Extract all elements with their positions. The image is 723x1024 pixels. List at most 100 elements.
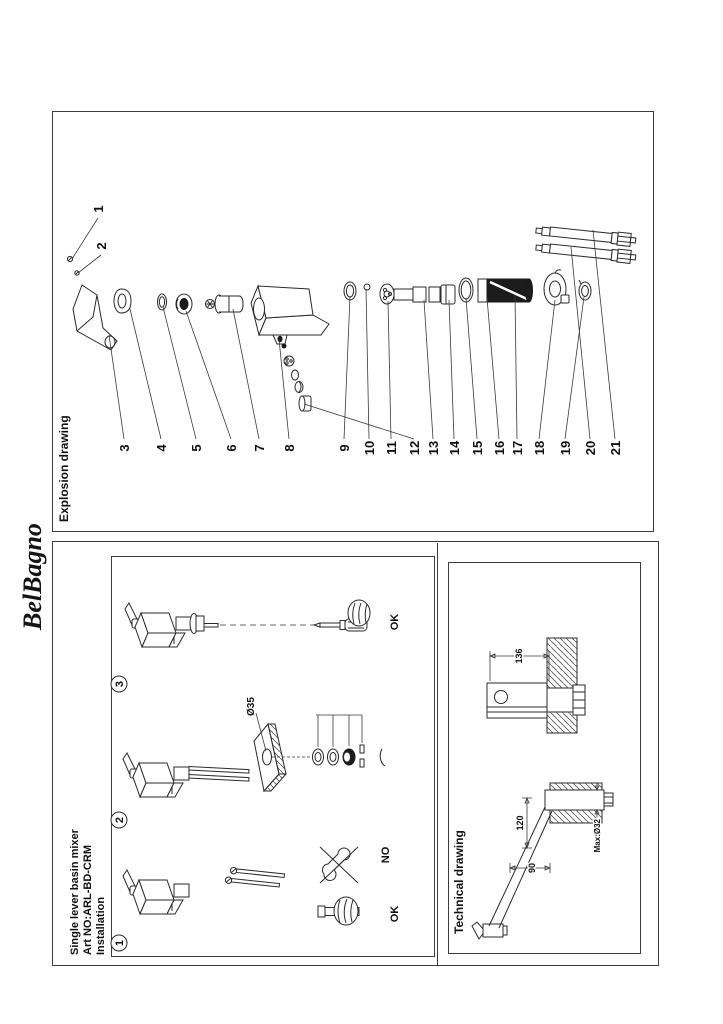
svg-text:90: 90 (527, 863, 537, 873)
step-3-badge: 3 (111, 676, 127, 692)
ball-part (364, 284, 370, 290)
step-2-badge: 2 (111, 812, 127, 828)
leader-line (130, 309, 161, 439)
flexible-hose-part (535, 224, 636, 247)
belbagno-logo: BelBagno (18, 523, 47, 630)
part-number: 8 (282, 444, 297, 451)
handle-part (73, 285, 117, 350)
part-number: 16 (492, 441, 507, 455)
leader-line (571, 247, 590, 439)
part-number: 7 (252, 444, 267, 451)
section-divider (437, 543, 438, 966)
step-3-ok-label: OK (389, 614, 401, 631)
part-number: 1 (91, 205, 106, 212)
leader-line (304, 404, 414, 439)
leader-line (593, 230, 615, 439)
leader-line (388, 301, 391, 439)
step-1-badge: 1 (111, 935, 127, 951)
o-ring-part (158, 294, 167, 310)
explosion-drawing-section: Explosion drawing (52, 111, 654, 532)
part-number: 10 (362, 441, 377, 455)
leader-line (466, 298, 477, 439)
part-number: 11 (384, 441, 399, 455)
wrench-no-figure (320, 847, 358, 883)
threaded-shank-part (478, 279, 533, 302)
part-number: 13 (426, 441, 441, 455)
leader-line (109, 335, 124, 439)
installation-steps-box: 1 2 3 (111, 556, 435, 957)
svg-text:1: 1 (114, 940, 126, 946)
leader-line (163, 307, 196, 439)
svg-text:120: 120 (515, 815, 525, 830)
riser-tube-part (380, 284, 455, 304)
part-number: 18 (532, 441, 547, 455)
cartridge-nut-part (176, 294, 192, 314)
dim-max-hole: Max:Ø32 (589, 783, 604, 854)
screwdriver-ok-figure (314, 600, 370, 631)
faucet-body-part (251, 286, 329, 344)
mounting-flange-part (544, 270, 569, 305)
svg-text:Max:Ø32: Max:Ø32 (593, 818, 602, 852)
technical-diagram: 90 120 Max:Ø32 (449, 563, 640, 953)
technical-drawing-box: Technical drawing 90 (448, 562, 641, 954)
leader-line (344, 297, 350, 439)
leader-line (186, 311, 231, 439)
profile-view (472, 783, 613, 939)
product-art-no: Art NO:ARL-BD-CRM (82, 845, 94, 955)
leader-line (487, 298, 499, 439)
product-title-line: Single lever basin mixer (69, 829, 81, 955)
dim-136: 136 (490, 647, 549, 681)
svg-text:3: 3 (114, 681, 126, 687)
svg-text:2: 2 (114, 817, 126, 823)
leader-line (539, 300, 555, 439)
handle-cap-part (114, 289, 131, 313)
leader-line (78, 255, 101, 273)
dim-120: 120 (514, 798, 532, 848)
part-number: 19 (558, 441, 573, 455)
step-1-stud-screws (225, 867, 285, 889)
left-column-section: Single lever basin mixer Art NO:ARL-BD-C… (52, 541, 659, 966)
leader-line (449, 300, 454, 439)
cartridge-part (205, 295, 243, 313)
part-number: 5 (189, 444, 204, 451)
flexible-hose-part (535, 241, 636, 264)
part-number: 15 (470, 441, 485, 455)
hand-tighten-ok-figure (318, 897, 359, 925)
lock-ring-part (579, 280, 591, 300)
part-number: 2 (94, 242, 109, 249)
aerator-parts-chain (282, 344, 311, 411)
svg-text:136: 136 (514, 648, 524, 663)
product-title-block: Single lever basin mixer Art NO:ARL-BD-C… (69, 829, 108, 955)
screw-part-1 (67, 256, 72, 261)
part-number: 3 (117, 444, 132, 451)
screw-part-2 (75, 271, 79, 275)
leader-line (424, 300, 433, 439)
part-number: 12 (407, 441, 422, 455)
step-2-faucet (122, 752, 249, 798)
leader-line (279, 339, 289, 439)
washer-stack-figure (272, 715, 385, 767)
hole-leader-line (256, 713, 266, 751)
leader-line (515, 295, 517, 439)
leader-line (72, 218, 98, 259)
front-view (487, 638, 585, 733)
part-number: 20 (583, 441, 598, 455)
step-3-faucet-mounted (124, 602, 218, 648)
leader-line (366, 289, 369, 439)
part-number: 4 (154, 444, 169, 452)
part-number: 9 (337, 444, 352, 451)
leader-line (565, 297, 584, 439)
part-number: 6 (224, 444, 239, 451)
installation-diagram: 1 2 3 (111, 557, 401, 956)
part-number: 14 (447, 440, 462, 455)
counter-hole-figure (254, 724, 286, 791)
step-1-ok-label: OK (389, 906, 401, 923)
hole-diameter-label: Ø35 (246, 697, 257, 716)
leader-line (233, 309, 259, 439)
part-number: 21 (608, 441, 623, 455)
installation-heading: Installation (95, 896, 107, 955)
